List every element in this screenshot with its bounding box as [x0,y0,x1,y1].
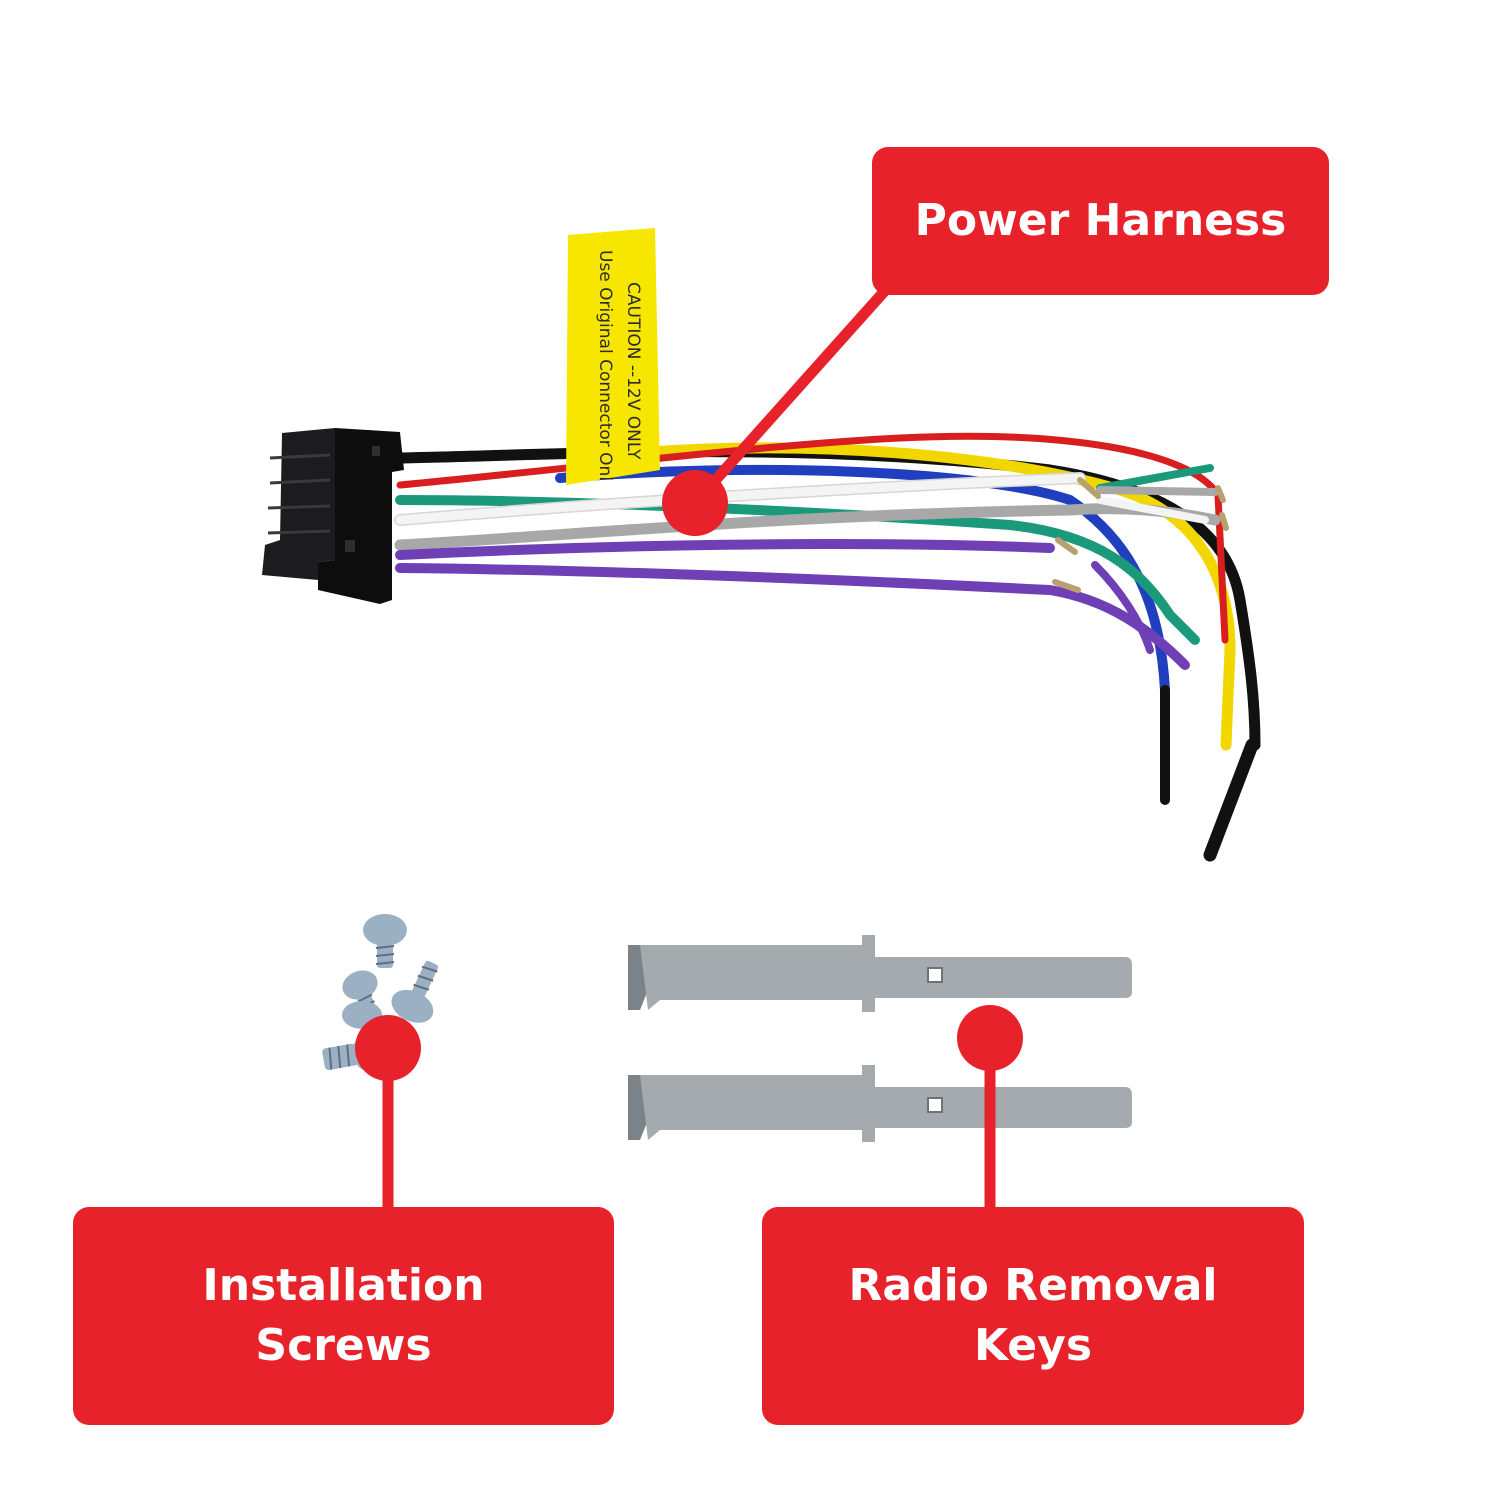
removal-key [628,1065,1132,1142]
heatshrink-tip-2 [1203,738,1259,862]
wire-purple-tip [1091,561,1154,654]
wire-green-end [1096,464,1214,492]
copper-strand [1055,537,1078,555]
connector-latch [345,540,355,552]
screw-thread [410,960,439,1002]
connector-ridge [267,504,331,510]
installation-screws-label-line-2: Screws [255,1320,432,1371]
power-harness-callout: Power Harness [872,147,1329,295]
removal-key-body [640,1065,1132,1142]
copper-strand [1077,477,1101,499]
copper-strand [1052,579,1081,593]
connector-ridges [267,453,331,535]
caution-tag-line-1: CAUTION --12V ONLY [623,282,643,460]
removal-key-slot [927,1097,943,1113]
connector-latch-top [372,446,380,456]
wire-white-end [1096,496,1209,524]
removal-key-slot [927,967,943,983]
screw-head [363,914,407,946]
screw-threadlines [328,1044,351,1070]
screw-threadlines [413,965,438,991]
connector-face [318,428,404,604]
power-harness-label: Power Harness [914,195,1287,246]
removal-key [628,935,1132,1012]
copper-strand [1215,485,1226,503]
wire-purple-lower [395,563,1190,670]
power-harness-pointer-dot [662,470,728,536]
connector-ridge [267,529,331,535]
copper-strand [1219,512,1229,531]
wire-gray-end [1096,486,1219,496]
radio-removal-keys-label-line-1: Radio Removal [848,1260,1218,1311]
caution-tag-line-2: Use Original Connector Onl [595,250,615,481]
screw-threadlines [375,945,395,965]
screw [363,914,407,968]
harness-wires [394,432,1261,862]
installation-screws-label-line-1: Installation [202,1260,485,1311]
installation-screws-callout: Installation Screws [73,1207,614,1425]
connector-ridge [269,453,331,460]
caution-tag: CAUTION --12V ONLY Use Original Connecto… [566,228,660,485]
radio-removal-keys-callout: Radio Removal Keys [762,1207,1304,1425]
caution-tag-shape [566,228,660,485]
callout-pointers [355,281,1023,1215]
harness-connector [262,428,404,604]
radio-removal-keys [628,935,1132,1142]
installation-screws-pointer-dot [355,1015,421,1081]
copper-strands [1052,477,1229,593]
removal-key-body [640,935,1132,1012]
wire-red [396,432,1229,644]
connector-body [262,428,335,580]
connector-ridge [269,478,331,485]
radio-removal-keys-pointer-dot [957,1005,1023,1071]
screw [391,960,439,1023]
power-harness: CAUTION --12V ONLY Use Original Connecto… [262,228,1261,862]
power-harness-pointer-line [690,281,895,507]
wire-purple-upper [395,539,1055,560]
radio-removal-keys-label-line-2: Keys [973,1320,1093,1371]
